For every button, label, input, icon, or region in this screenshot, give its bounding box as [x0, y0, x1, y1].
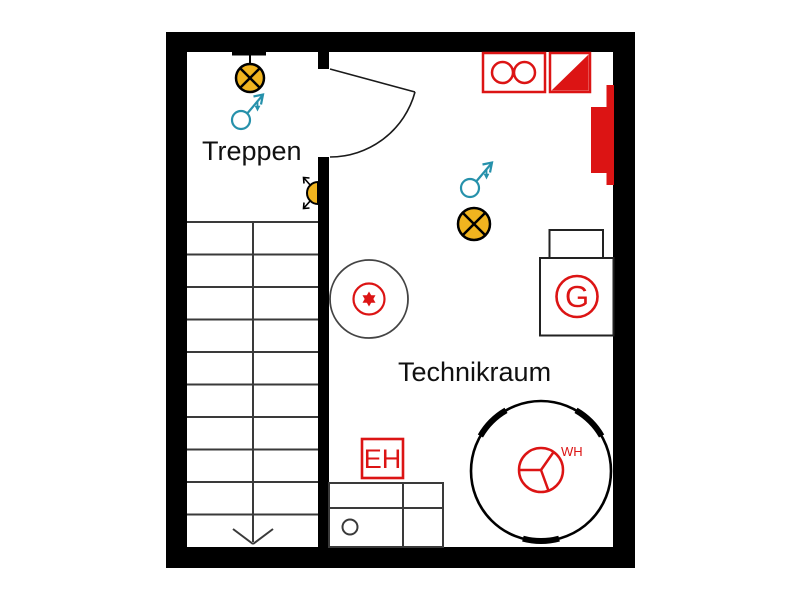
wh-label: WH	[561, 444, 583, 459]
triangle-panel-icon	[548, 51, 592, 94]
outer-walls	[166, 32, 635, 568]
switch-icon-technikraum	[459, 161, 494, 199]
wall-top	[166, 32, 635, 52]
detector-outer-circle	[329, 259, 409, 339]
stairs-icon	[187, 221, 318, 545]
electric-heater-unit: EH	[360, 437, 405, 480]
switch-arrowhead	[253, 93, 265, 105]
detector-icon	[329, 259, 409, 339]
switch-small-arrow	[254, 105, 261, 112]
generator-top-box	[548, 229, 604, 259]
infinity-icon-box	[481, 51, 547, 94]
eh-box	[360, 437, 405, 480]
interior-wall-bottom-segment	[318, 157, 329, 547]
switch-arrowhead	[482, 161, 494, 173]
ceiling-lamp-icon-technikraum	[456, 206, 492, 242]
triangle-fill	[551, 54, 589, 91]
ceiling-lamp-icon-treppen	[232, 51, 266, 94]
generator-label: G	[565, 279, 589, 314]
impeller-spokes	[519, 451, 555, 492]
detector-inner-circle	[352, 282, 386, 316]
drain-circle	[341, 518, 359, 536]
wall-lamp-half-circle	[306, 180, 319, 206]
room-label-treppen: Treppen	[202, 136, 302, 166]
water-heater-unit: WH	[469, 399, 613, 544]
lamp-mount-bar	[232, 51, 266, 56]
switch-icon-treppen	[230, 93, 265, 131]
door-arc	[329, 91, 416, 158]
wall-panel-icon	[591, 85, 614, 185]
wall-panel-block	[591, 107, 614, 173]
wall-left	[166, 32, 187, 568]
door-icon	[329, 68, 416, 158]
interior-wall	[318, 52, 329, 547]
generator-main-box	[539, 257, 615, 337]
switch-small-arrow	[483, 173, 490, 180]
room-label-technikraum: Technikraum	[398, 357, 551, 387]
sink-icon-counter	[328, 482, 444, 548]
door-leaf	[329, 68, 416, 93]
wall-right	[613, 32, 635, 568]
eh-label: EH	[364, 444, 402, 474]
counter-outline	[328, 482, 444, 548]
interior-wall-top-segment	[318, 52, 329, 69]
wall-bottom	[166, 547, 635, 568]
stairs-arrow-left	[232, 528, 254, 545]
switch-circle	[230, 109, 252, 131]
generator-circle	[555, 274, 599, 319]
tank-ticks	[477, 407, 605, 544]
switch-circle	[459, 177, 481, 199]
wall-lamp-icon	[302, 176, 319, 210]
generator-unit: G	[539, 229, 615, 337]
stairs-arrow-right	[252, 528, 274, 545]
